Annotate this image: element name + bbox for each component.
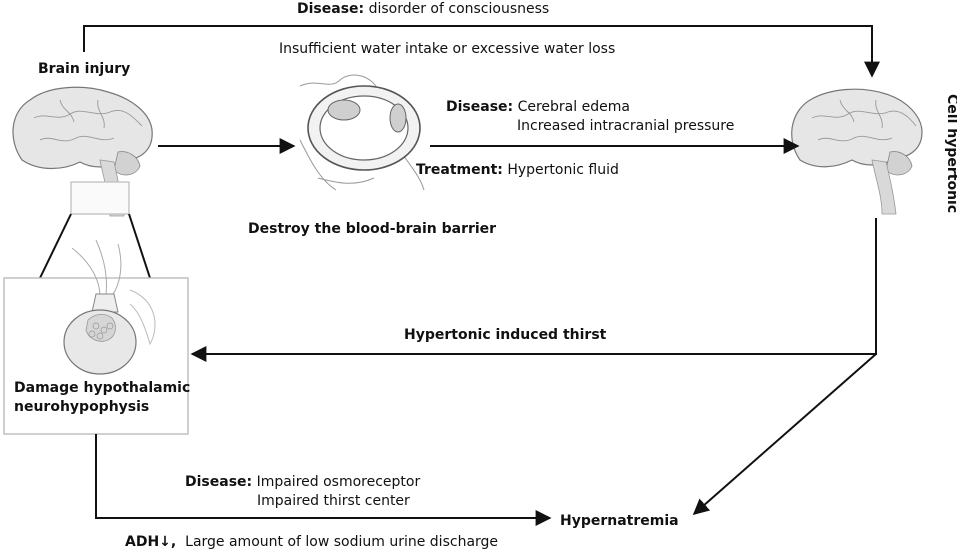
mid-disease-label: Disease: Cerebral edema [446,98,630,116]
arrow-to-hypernatremia-left [95,434,552,526]
brain-right-icon [791,88,923,215]
treatment-label: Treatment: Hypertonic fluid [416,161,619,179]
zoom-line-right [128,213,151,279]
disease-value: Impaired osmoreceptor [256,474,421,490]
adh-value: Large amount of low sodium urine dischar… [185,534,499,550]
disease-key: Disease: [446,99,514,115]
bottom-disease-label: Disease: Impaired osmoreceptor [185,473,420,491]
top-disease-label: Disease: disorder of consciousness [297,0,549,18]
damage-label-1: Damage hypothalamic [14,380,191,396]
disease-value: disorder of consciousness [368,1,550,17]
bottom-disease-label-2: Impaired thirst center [257,493,410,509]
thirst-label: Hypertonic induced thirst [404,327,607,343]
damage-label-2: neurohypophysis [14,399,150,415]
disease-key: Disease: [185,474,253,490]
treatment-value: Hypertonic fluid [507,162,619,178]
zoom-box [70,181,130,215]
brain-injury-label: Brain injury [38,61,131,77]
blood-vessel-icon [299,74,425,191]
adh-label: ADH↓, Large amount of low sodium urine d… [125,533,498,551]
arrow-to-hypernatremia-right [692,353,877,516]
treatment-key: Treatment: [416,162,503,178]
cell-hypertonic-label: Cell hypertonic [944,94,957,214]
mid-disease-label-2: Increased intracranial pressure [517,118,735,134]
hypernatremia-label: Hypernatremia [560,513,679,529]
zoom-line-left [39,213,72,279]
water-loss-label: Insufficient water intake or excessive w… [279,41,616,57]
bbb-label: Destroy the blood-brain barrier [248,221,497,237]
adh-key: ADH↓, [125,534,177,550]
disease-value: Cerebral edema [517,99,630,115]
disease-key: Disease: [297,1,365,17]
arrow-top-loop [83,25,880,78]
pituitary-icon [63,239,156,375]
